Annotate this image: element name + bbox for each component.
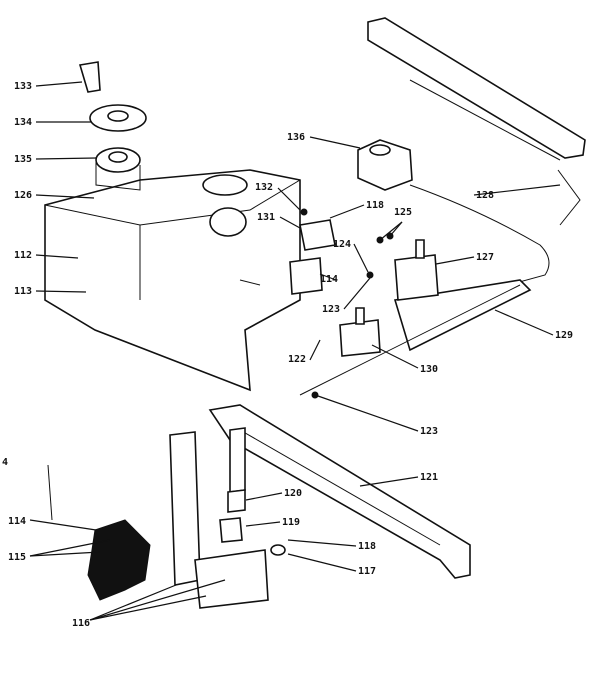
callout-133: 133: [14, 81, 32, 92]
callout-labels: 4 133 134 135 126 112 113 136 132 131 11…: [2, 81, 573, 629]
range-body: [44, 169, 301, 392]
callout-126: 126: [14, 190, 32, 201]
callout-128: 128: [476, 190, 494, 201]
callout-135: 135: [14, 154, 32, 165]
callout-123-lower: 123: [420, 426, 438, 437]
valve-130: [339, 307, 381, 357]
callout-117: 117: [358, 566, 376, 577]
callout-129: 129: [555, 330, 573, 341]
bottom-burner: [208, 404, 471, 579]
callout-134: 134: [14, 117, 32, 128]
callout-136: 136: [287, 132, 305, 143]
callout-125: 125: [394, 207, 412, 218]
burner-parts-stack: [78, 61, 147, 191]
dark-insulation-115: [47, 464, 151, 601]
callout-122: 122: [288, 354, 306, 365]
callout-124: 124: [333, 239, 351, 250]
callout-120: 120: [284, 488, 302, 499]
lower-bracket: [169, 431, 286, 609]
orifice-parts: [289, 208, 394, 399]
callout-112: 112: [14, 250, 32, 261]
callout-115: 115: [8, 552, 26, 563]
callout-121: 121: [420, 472, 438, 483]
callout-114-upper: 114: [320, 274, 338, 285]
callout-113: 113: [14, 286, 32, 297]
callout-132: 132: [255, 182, 273, 193]
callout-130: 130: [420, 364, 438, 375]
top-bracket: [367, 17, 586, 226]
valve-127: [394, 239, 439, 301]
callout-119: 119: [282, 517, 300, 528]
callout-118-upper: 118: [366, 200, 384, 211]
callout-114-lower: 114: [8, 516, 26, 527]
callout-116: 116: [72, 618, 90, 629]
leader-lines: [29, 81, 561, 621]
valve-136: [357, 139, 413, 191]
callout-123-upper: 123: [322, 304, 340, 315]
callout-127: 127: [476, 252, 494, 263]
callout-131: 131: [257, 212, 275, 223]
callout-4: 4: [2, 457, 8, 468]
callout-118-lower: 118: [358, 541, 376, 552]
gas-tube: [299, 184, 550, 396]
